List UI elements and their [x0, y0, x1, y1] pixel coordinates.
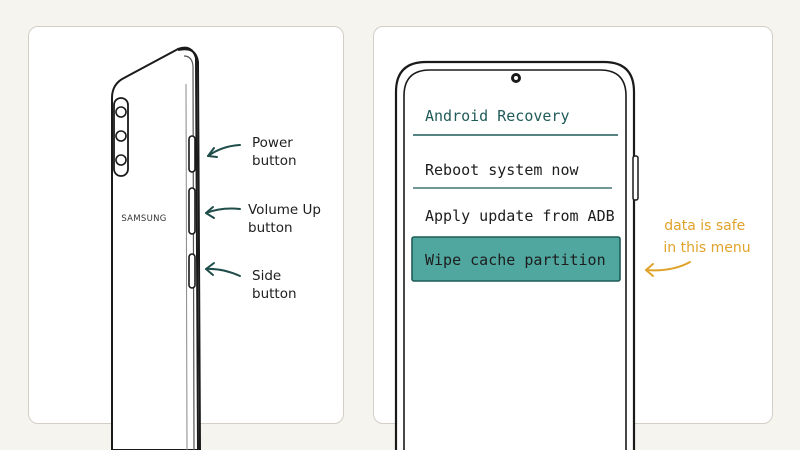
- recovery-menu-title: Android Recovery: [425, 107, 570, 125]
- brand-logo: SAMSUNG: [121, 214, 166, 224]
- camera-lens-icon: [115, 130, 127, 142]
- camera-lens-icon: [115, 106, 127, 118]
- menu-item-highlight: [411, 236, 621, 282]
- camera-lens-icon: [115, 154, 127, 166]
- menu-item-apply-update[interactable]: Apply update from ADB: [425, 207, 615, 225]
- menu-item-wipe-cache[interactable]: Wipe cache partition: [425, 251, 606, 269]
- phone-side-view: SAMSUNG: [111, 46, 201, 450]
- arrow-icon: [205, 262, 241, 277]
- arrow-icon: [207, 144, 241, 158]
- volume-up-button: [188, 187, 196, 235]
- side-button: [188, 253, 196, 289]
- power-button-label: Power button: [252, 135, 297, 169]
- arrow-icon: [645, 261, 691, 277]
- safety-note: data is safe in this menu: [663, 218, 750, 256]
- volume-up-button-label: Volume Up button: [248, 202, 325, 236]
- arrow-icon: [205, 206, 241, 219]
- power-button: [188, 135, 196, 173]
- menu-item-reboot[interactable]: Reboot system now: [425, 161, 579, 179]
- side-button-label: Side button: [252, 268, 297, 302]
- side-button: [632, 155, 639, 201]
